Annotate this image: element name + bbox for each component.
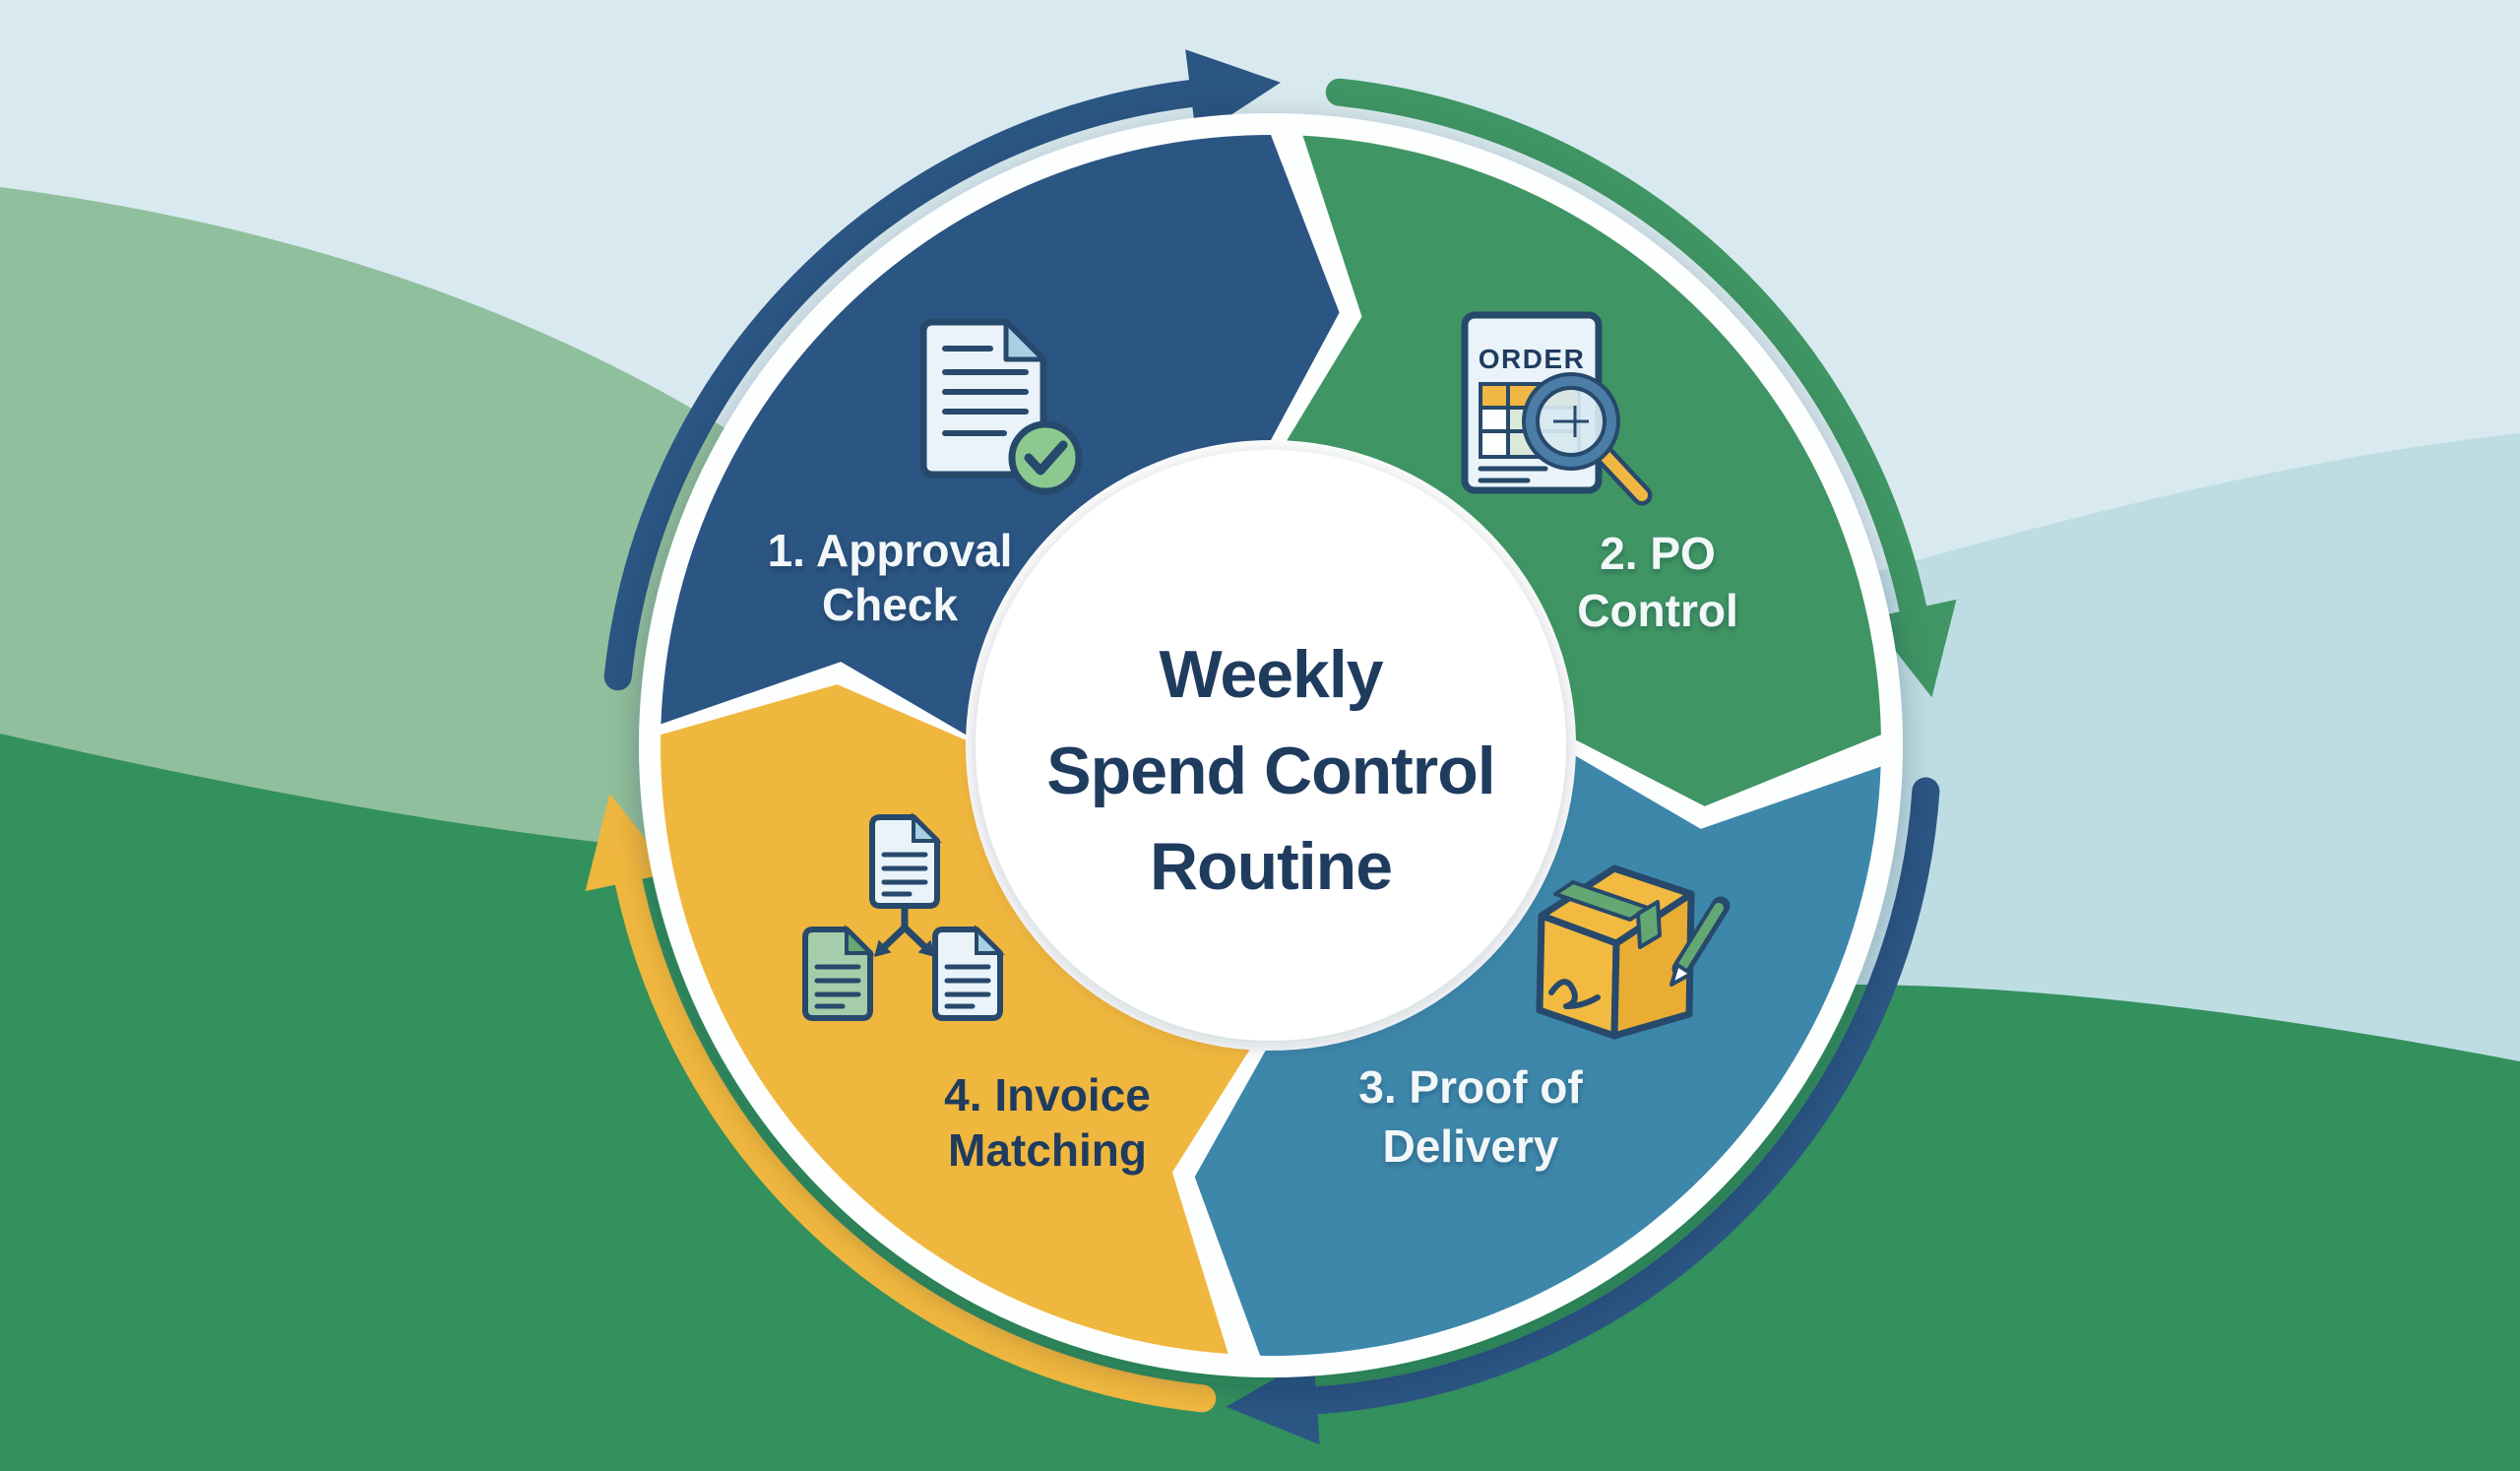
check-mark — [1024, 440, 1068, 476]
diagram-title-line-1: Weekly — [1159, 637, 1383, 712]
segment-2-label-line-2: Control — [1577, 585, 1738, 636]
branch-arrows — [878, 904, 931, 953]
segment-1-label-line-2: Check — [822, 579, 958, 630]
purchase-order-magnifier-icon: ORDER — [1461, 311, 1653, 506]
segment-3-label-line-2: Delivery — [1382, 1120, 1558, 1172]
segment-4-label-line-2: Matching — [948, 1124, 1147, 1176]
box-tape-tab — [1636, 900, 1662, 949]
document-text-lines — [942, 346, 1029, 436]
segment-labels: 1. Approval Check 2. PO Control 3. Proof… — [768, 525, 1738, 1172]
arrow-arc — [614, 867, 1217, 1413]
order-document-label: ORDER — [1479, 344, 1586, 374]
clockwise-arrow-right-icon — [1325, 78, 1957, 698]
clockwise-arrow-left-icon — [585, 793, 1217, 1413]
segment-1-label-line-1: 1. Approval — [768, 525, 1013, 576]
pen-icon — [1670, 896, 1731, 987]
center-circle — [976, 450, 1566, 1041]
segment-4-label-line-1: 4. Invoice — [944, 1069, 1151, 1120]
box-tape-strip — [1553, 880, 1650, 922]
clockwise-arrow-bottom-icon — [1226, 777, 1940, 1445]
arrow-arc — [1325, 78, 1927, 623]
box-right-face — [1610, 890, 1695, 1040]
signature-squiggle — [1548, 979, 1601, 1009]
branch-arrowhead-right — [917, 939, 935, 957]
branch-arrowhead-left — [874, 939, 892, 957]
diagram-title-line-3: Routine — [1150, 829, 1392, 904]
package-signature-icon — [1536, 864, 1731, 1040]
arrow-head — [1869, 599, 1957, 698]
arrow-arc — [603, 80, 1205, 691]
check-circle — [1008, 420, 1083, 495]
matched-right-document — [932, 925, 1005, 1021]
approved-document-icon — [919, 318, 1083, 495]
document-fold — [1003, 319, 1046, 362]
clockwise-arrow-top-icon — [603, 49, 1281, 691]
segment-3-proof-of-delivery — [1194, 755, 1881, 1356]
arrow-head — [585, 793, 672, 892]
invoice-matching-icon — [802, 812, 1005, 1021]
segment-3-label-line-1: 3. Proof of — [1358, 1061, 1583, 1113]
segment-2-label-line-1: 2. PO — [1600, 528, 1716, 579]
arrow-head — [1226, 1356, 1320, 1445]
invoice-top-document — [869, 812, 942, 909]
matched-left-document — [802, 925, 875, 1021]
arrow-arc — [1302, 777, 1940, 1415]
arrow-head — [1185, 49, 1281, 138]
segment-4-label: 4. Invoice Matching — [944, 1069, 1151, 1176]
diagram-title: Weekly Spend Control Routine — [1046, 637, 1495, 904]
pen-nib — [1670, 963, 1693, 987]
diagram-title-line-2: Spend Control — [1046, 734, 1494, 808]
magnifier-icon — [1522, 372, 1653, 506]
order-footer-lines — [1478, 466, 1548, 483]
